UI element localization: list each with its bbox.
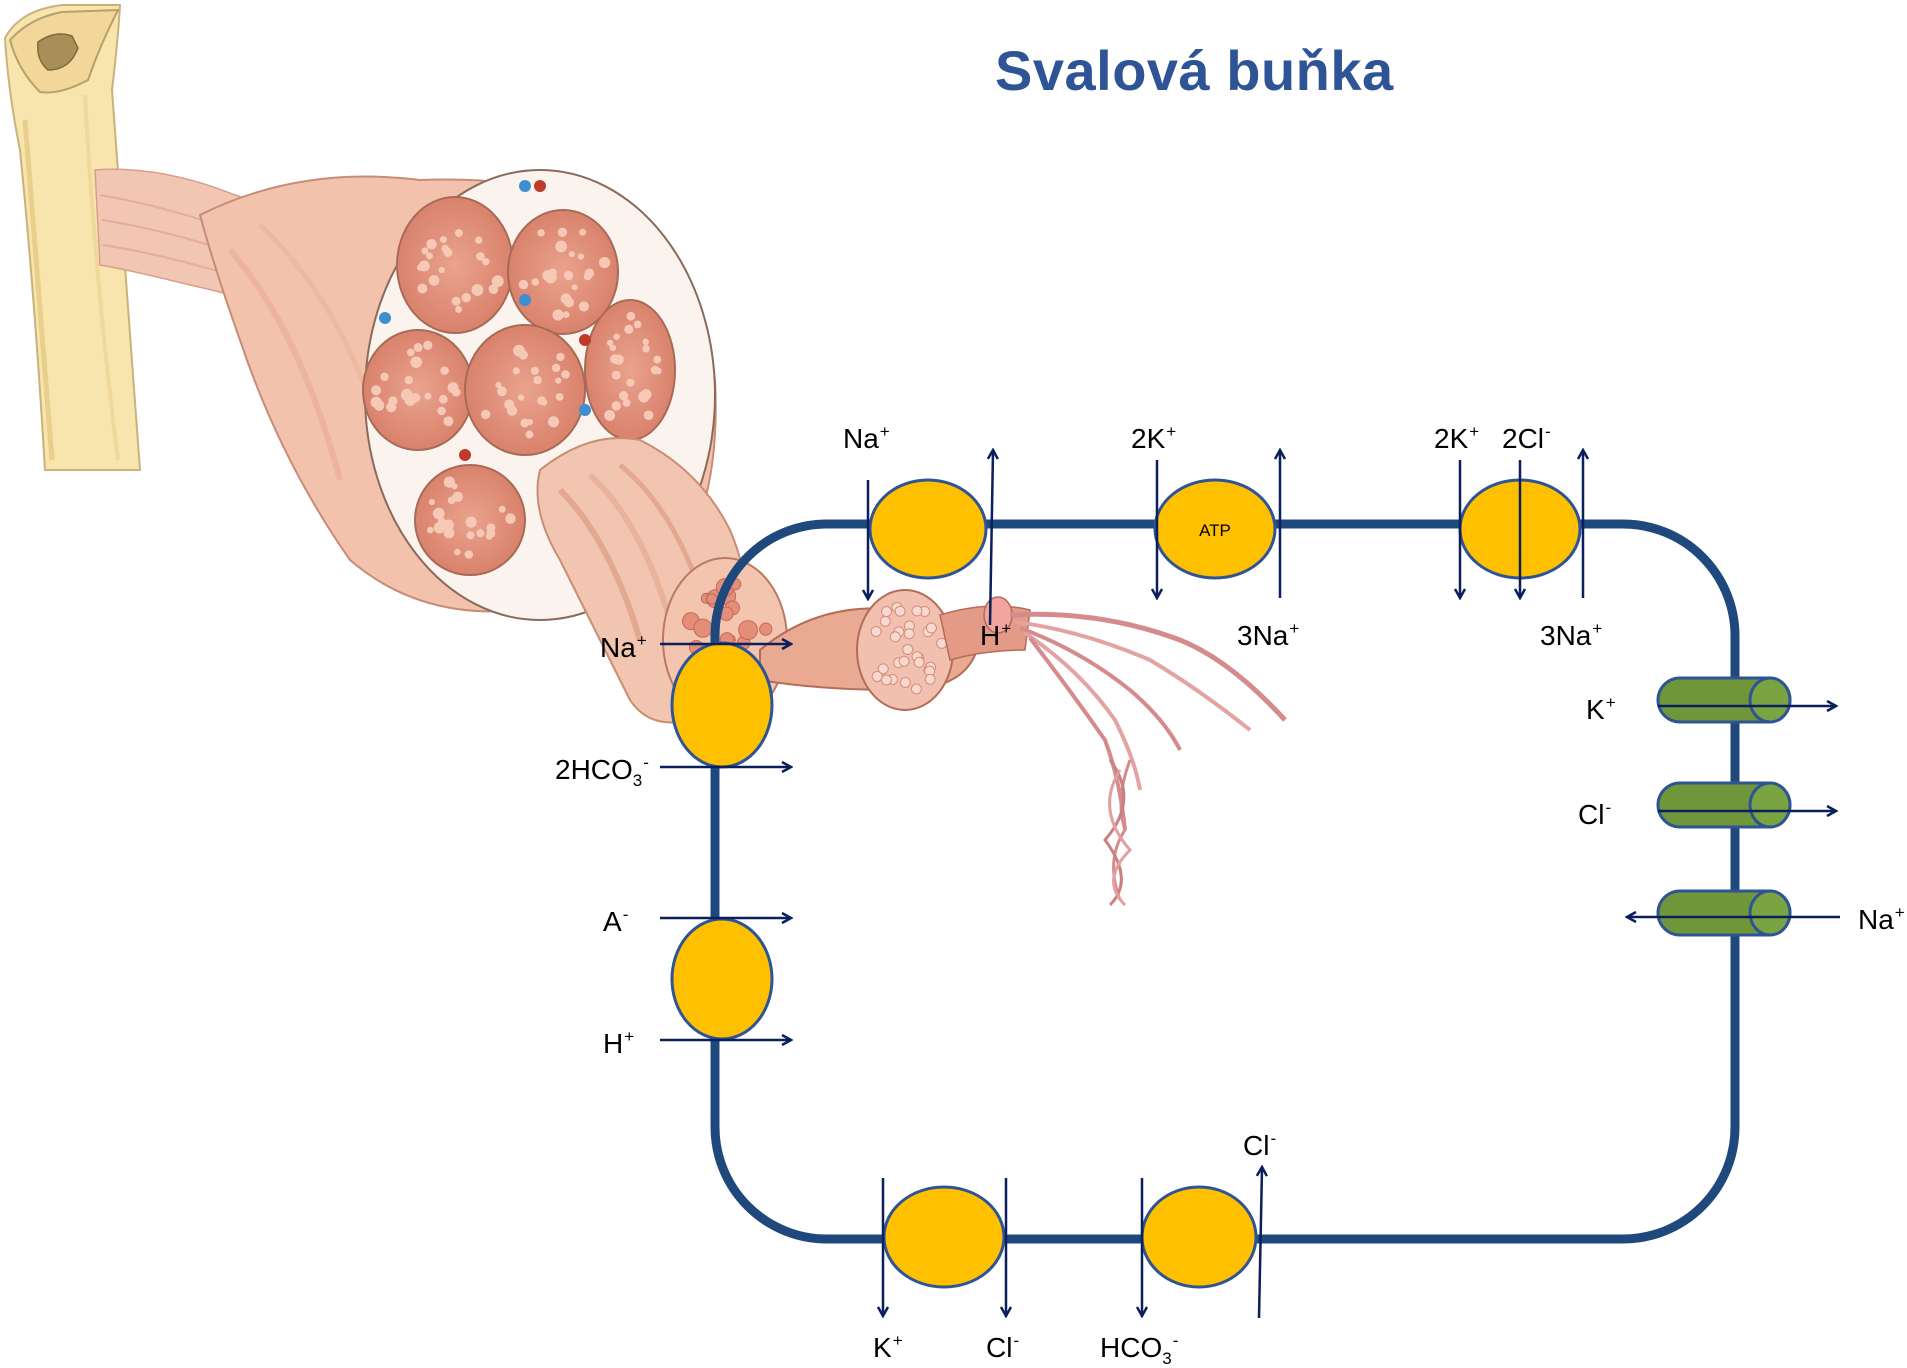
na-hco3-cotransporter (672, 643, 772, 767)
label-k-channel: K+ (1586, 694, 1616, 724)
k-cl-cotransporter (884, 1187, 1004, 1287)
label-2hco3: 2HCO3- (555, 754, 649, 789)
monocarboxylate-transporter (672, 919, 772, 1039)
label-h-top: H+ (980, 620, 1011, 650)
label-na-left: Na+ (600, 632, 647, 662)
fascicle (585, 300, 675, 440)
arrow-cl-in-bottom (1259, 1168, 1262, 1318)
label-na-top: Na+ (843, 423, 890, 453)
k-channel (1658, 678, 1790, 722)
label-cl-bottom: Cl- (986, 1332, 1019, 1362)
label-h-left: H+ (603, 1028, 634, 1058)
na-channel (1658, 891, 1790, 935)
label-cl-channel: Cl- (1578, 799, 1611, 829)
fascicle (397, 197, 513, 333)
label-hco3-bottom: HCO3- (1100, 1332, 1178, 1367)
label-2cl-nkcc: 2Cl- (1502, 423, 1551, 453)
diagram-title: Svalová buňka (995, 38, 1394, 103)
label-2k-atpase: 2K+ (1131, 423, 1176, 453)
na-h-exchanger (870, 480, 986, 578)
atp-label: ATP (1199, 521, 1231, 540)
cl-hco3-exchanger (1142, 1187, 1256, 1287)
flux-arrows (660, 451, 1840, 1318)
label-k-bottom: K+ (873, 1332, 903, 1362)
label-2k-nkcc: 2K+ (1434, 423, 1479, 453)
myofibril-icon (760, 590, 1285, 905)
label-na-channel: Na+ (1858, 904, 1905, 934)
label-a: A- (603, 906, 628, 936)
label-3na-nkcc: 3Na+ (1540, 620, 1602, 650)
label-cl-top-ae: Cl- (1243, 1130, 1276, 1160)
fascicle (465, 325, 585, 455)
label-3na-atpase: 3Na+ (1237, 620, 1299, 650)
cl-channel (1658, 783, 1790, 827)
